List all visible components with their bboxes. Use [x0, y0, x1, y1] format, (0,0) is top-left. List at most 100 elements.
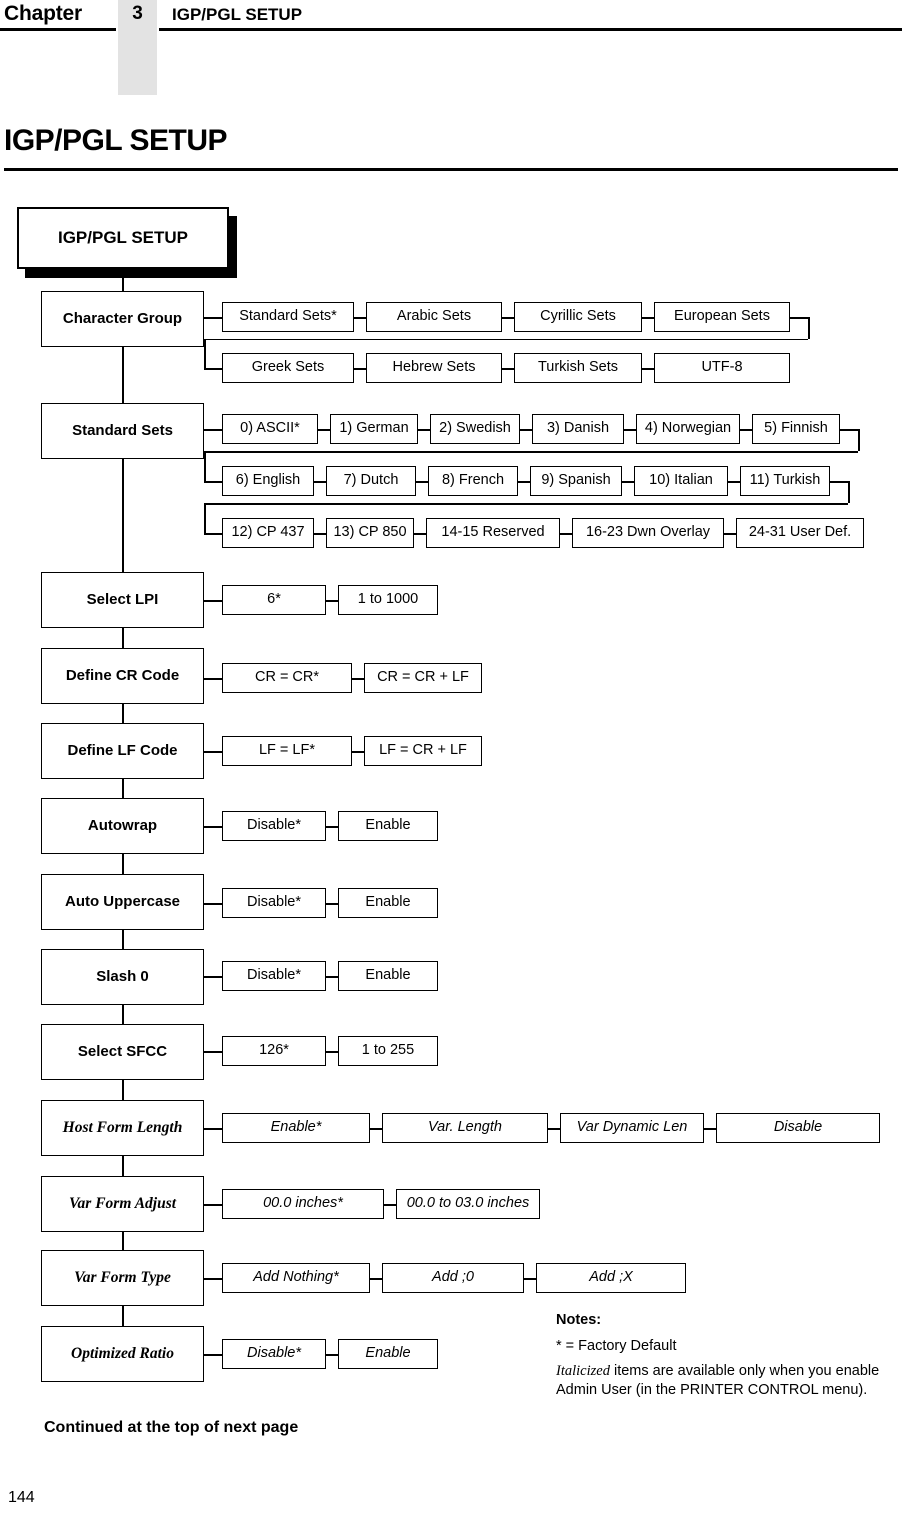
menu-option-label: 10) Italian: [649, 472, 713, 489]
menu-option-label: LF = LF*: [258, 742, 315, 759]
menu-option-label: Enable: [365, 967, 411, 984]
menu-option-box[interactable]: Enable: [338, 961, 438, 991]
menu-option-box[interactable]: 5) Finnish: [752, 414, 840, 444]
menu-option-box[interactable]: 24-31 User Def.: [736, 518, 864, 548]
menu-option-box[interactable]: Add ;0: [382, 1263, 524, 1293]
menu-option-label: Add ;0: [432, 1269, 474, 1286]
menu-option-box[interactable]: Greek Sets: [222, 353, 354, 383]
menu-option-box[interactable]: Disable: [716, 1113, 880, 1143]
menu-node-label: Var Form Type: [74, 1268, 171, 1286]
connector-option: [352, 751, 364, 753]
menu-node-box[interactable]: Slash 0: [41, 949, 204, 1005]
menu-node-box[interactable]: Character Group: [41, 291, 204, 347]
connector-node-to-option: [204, 826, 222, 828]
connector-option: [314, 481, 326, 483]
connector-option: [740, 429, 752, 431]
menu-option-box[interactable]: 10) Italian: [634, 466, 728, 496]
menu-option-box[interactable]: CR = CR*: [222, 663, 352, 693]
menu-option-box[interactable]: 4) Norwegian: [636, 414, 740, 444]
menu-option-box[interactable]: Enable: [338, 1339, 438, 1369]
menu-option-label: 0) ASCII*: [240, 420, 300, 437]
menu-node-box[interactable]: Var Form Adjust: [41, 1176, 204, 1232]
menu-option-box[interactable]: Cyrillic Sets: [514, 302, 642, 332]
menu-option-label: 16-23 Dwn Overlay: [585, 524, 711, 541]
connector-node-to-option: [204, 976, 222, 978]
connector-option: [318, 429, 330, 431]
menu-option-label: 9) Spanish: [541, 472, 611, 489]
menu-option-box[interactable]: Arabic Sets: [366, 302, 502, 332]
notes-italic-word: Italicized: [556, 1363, 610, 1380]
menu-option-box[interactable]: European Sets: [654, 302, 790, 332]
menu-option-box[interactable]: 7) Dutch: [326, 466, 416, 496]
notes-italic-explanation: Italicized items are available only when…: [556, 1362, 886, 1399]
menu-option-box[interactable]: CR = CR + LF: [364, 663, 482, 693]
menu-option-box[interactable]: Var. Length: [382, 1113, 548, 1143]
menu-option-box[interactable]: Var Dynamic Len: [560, 1113, 704, 1143]
menu-option-box[interactable]: 12) CP 437: [222, 518, 314, 548]
menu-option-box[interactable]: Enable*: [222, 1113, 370, 1143]
menu-option-label: Var Dynamic Len: [576, 1119, 688, 1136]
menu-option-box[interactable]: Enable: [338, 888, 438, 918]
menu-option-box[interactable]: 1 to 255: [338, 1036, 438, 1066]
connector-wrap: [204, 503, 206, 533]
menu-node-label: Host Form Length: [62, 1118, 183, 1136]
notes-block: Notes: * = Factory Default Italicized it…: [556, 1311, 886, 1399]
connector-node-to-option: [204, 1354, 222, 1356]
menu-option-box[interactable]: 126*: [222, 1036, 326, 1066]
menu-option-box[interactable]: 6) English: [222, 466, 314, 496]
menu-node-box[interactable]: Autowrap: [41, 798, 204, 854]
menu-option-box[interactable]: 6*: [222, 585, 326, 615]
root-node-box[interactable]: IGP/PGL SETUP: [17, 207, 229, 269]
menu-option-box[interactable]: 1) German: [330, 414, 418, 444]
menu-option-label: Disable*: [247, 967, 301, 984]
menu-node-box[interactable]: Define LF Code: [41, 723, 204, 779]
menu-option-box[interactable]: 1 to 1000: [338, 585, 438, 615]
menu-node-box[interactable]: Auto Uppercase: [41, 874, 204, 930]
menu-option-box[interactable]: LF = LF*: [222, 736, 352, 766]
connector-option: [326, 1354, 338, 1356]
menu-option-box[interactable]: Add ;X: [536, 1263, 686, 1293]
menu-option-box[interactable]: 9) Spanish: [530, 466, 622, 496]
menu-node-box[interactable]: Optimized Ratio: [41, 1326, 204, 1382]
menu-option-box[interactable]: Disable*: [222, 1339, 326, 1369]
menu-option-box[interactable]: Standard Sets*: [222, 302, 354, 332]
connector-node-to-option: [204, 429, 222, 431]
menu-option-label: Disable*: [247, 817, 301, 834]
header-chapter-number: 3: [132, 3, 143, 24]
menu-node-box[interactable]: Host Form Length: [41, 1100, 204, 1156]
menu-node-box[interactable]: Standard Sets: [41, 403, 204, 459]
menu-option-box[interactable]: Hebrew Sets: [366, 353, 502, 383]
menu-option-box[interactable]: Disable*: [222, 961, 326, 991]
menu-node-box[interactable]: Select LPI: [41, 572, 204, 628]
menu-option-box[interactable]: 00.0 to 03.0 inches: [396, 1189, 540, 1219]
menu-option-box[interactable]: 11) Turkish: [740, 466, 830, 496]
menu-option-box[interactable]: 13) CP 850: [326, 518, 414, 548]
menu-option-box[interactable]: Turkish Sets: [514, 353, 642, 383]
menu-option-box[interactable]: 00.0 inches*: [222, 1189, 384, 1219]
menu-option-box[interactable]: 16-23 Dwn Overlay: [572, 518, 724, 548]
header-chapter-label: Chapter: [4, 2, 82, 25]
menu-option-label: CR = CR*: [254, 669, 320, 686]
menu-option-label: 1) German: [339, 420, 409, 437]
menu-option-box[interactable]: UTF-8: [654, 353, 790, 383]
menu-option-label: Cyrillic Sets: [540, 308, 616, 325]
menu-option-box[interactable]: LF = CR + LF: [364, 736, 482, 766]
menu-option-box[interactable]: 3) Danish: [532, 414, 624, 444]
connector-node-to-option: [204, 1128, 222, 1130]
menu-node-label: Select LPI: [86, 591, 159, 609]
menu-node-box[interactable]: Define CR Code: [41, 648, 204, 704]
connector-option: [502, 317, 514, 319]
menu-option-label: 5) Finnish: [764, 420, 828, 437]
menu-option-box[interactable]: Disable*: [222, 811, 326, 841]
menu-node-box[interactable]: Select SFCC: [41, 1024, 204, 1080]
menu-option-box[interactable]: Add Nothing*: [222, 1263, 370, 1293]
connector-node-to-option: [204, 1204, 222, 1206]
menu-option-box[interactable]: Enable: [338, 811, 438, 841]
menu-option-box[interactable]: 2) Swedish: [430, 414, 520, 444]
menu-option-box[interactable]: 14-15 Reserved: [426, 518, 560, 548]
menu-option-box[interactable]: Disable*: [222, 888, 326, 918]
menu-node-box[interactable]: Var Form Type: [41, 1250, 204, 1306]
menu-option-box[interactable]: 0) ASCII*: [222, 414, 318, 444]
menu-option-box[interactable]: 8) French: [428, 466, 518, 496]
menu-node-label: Select SFCC: [77, 1043, 168, 1061]
